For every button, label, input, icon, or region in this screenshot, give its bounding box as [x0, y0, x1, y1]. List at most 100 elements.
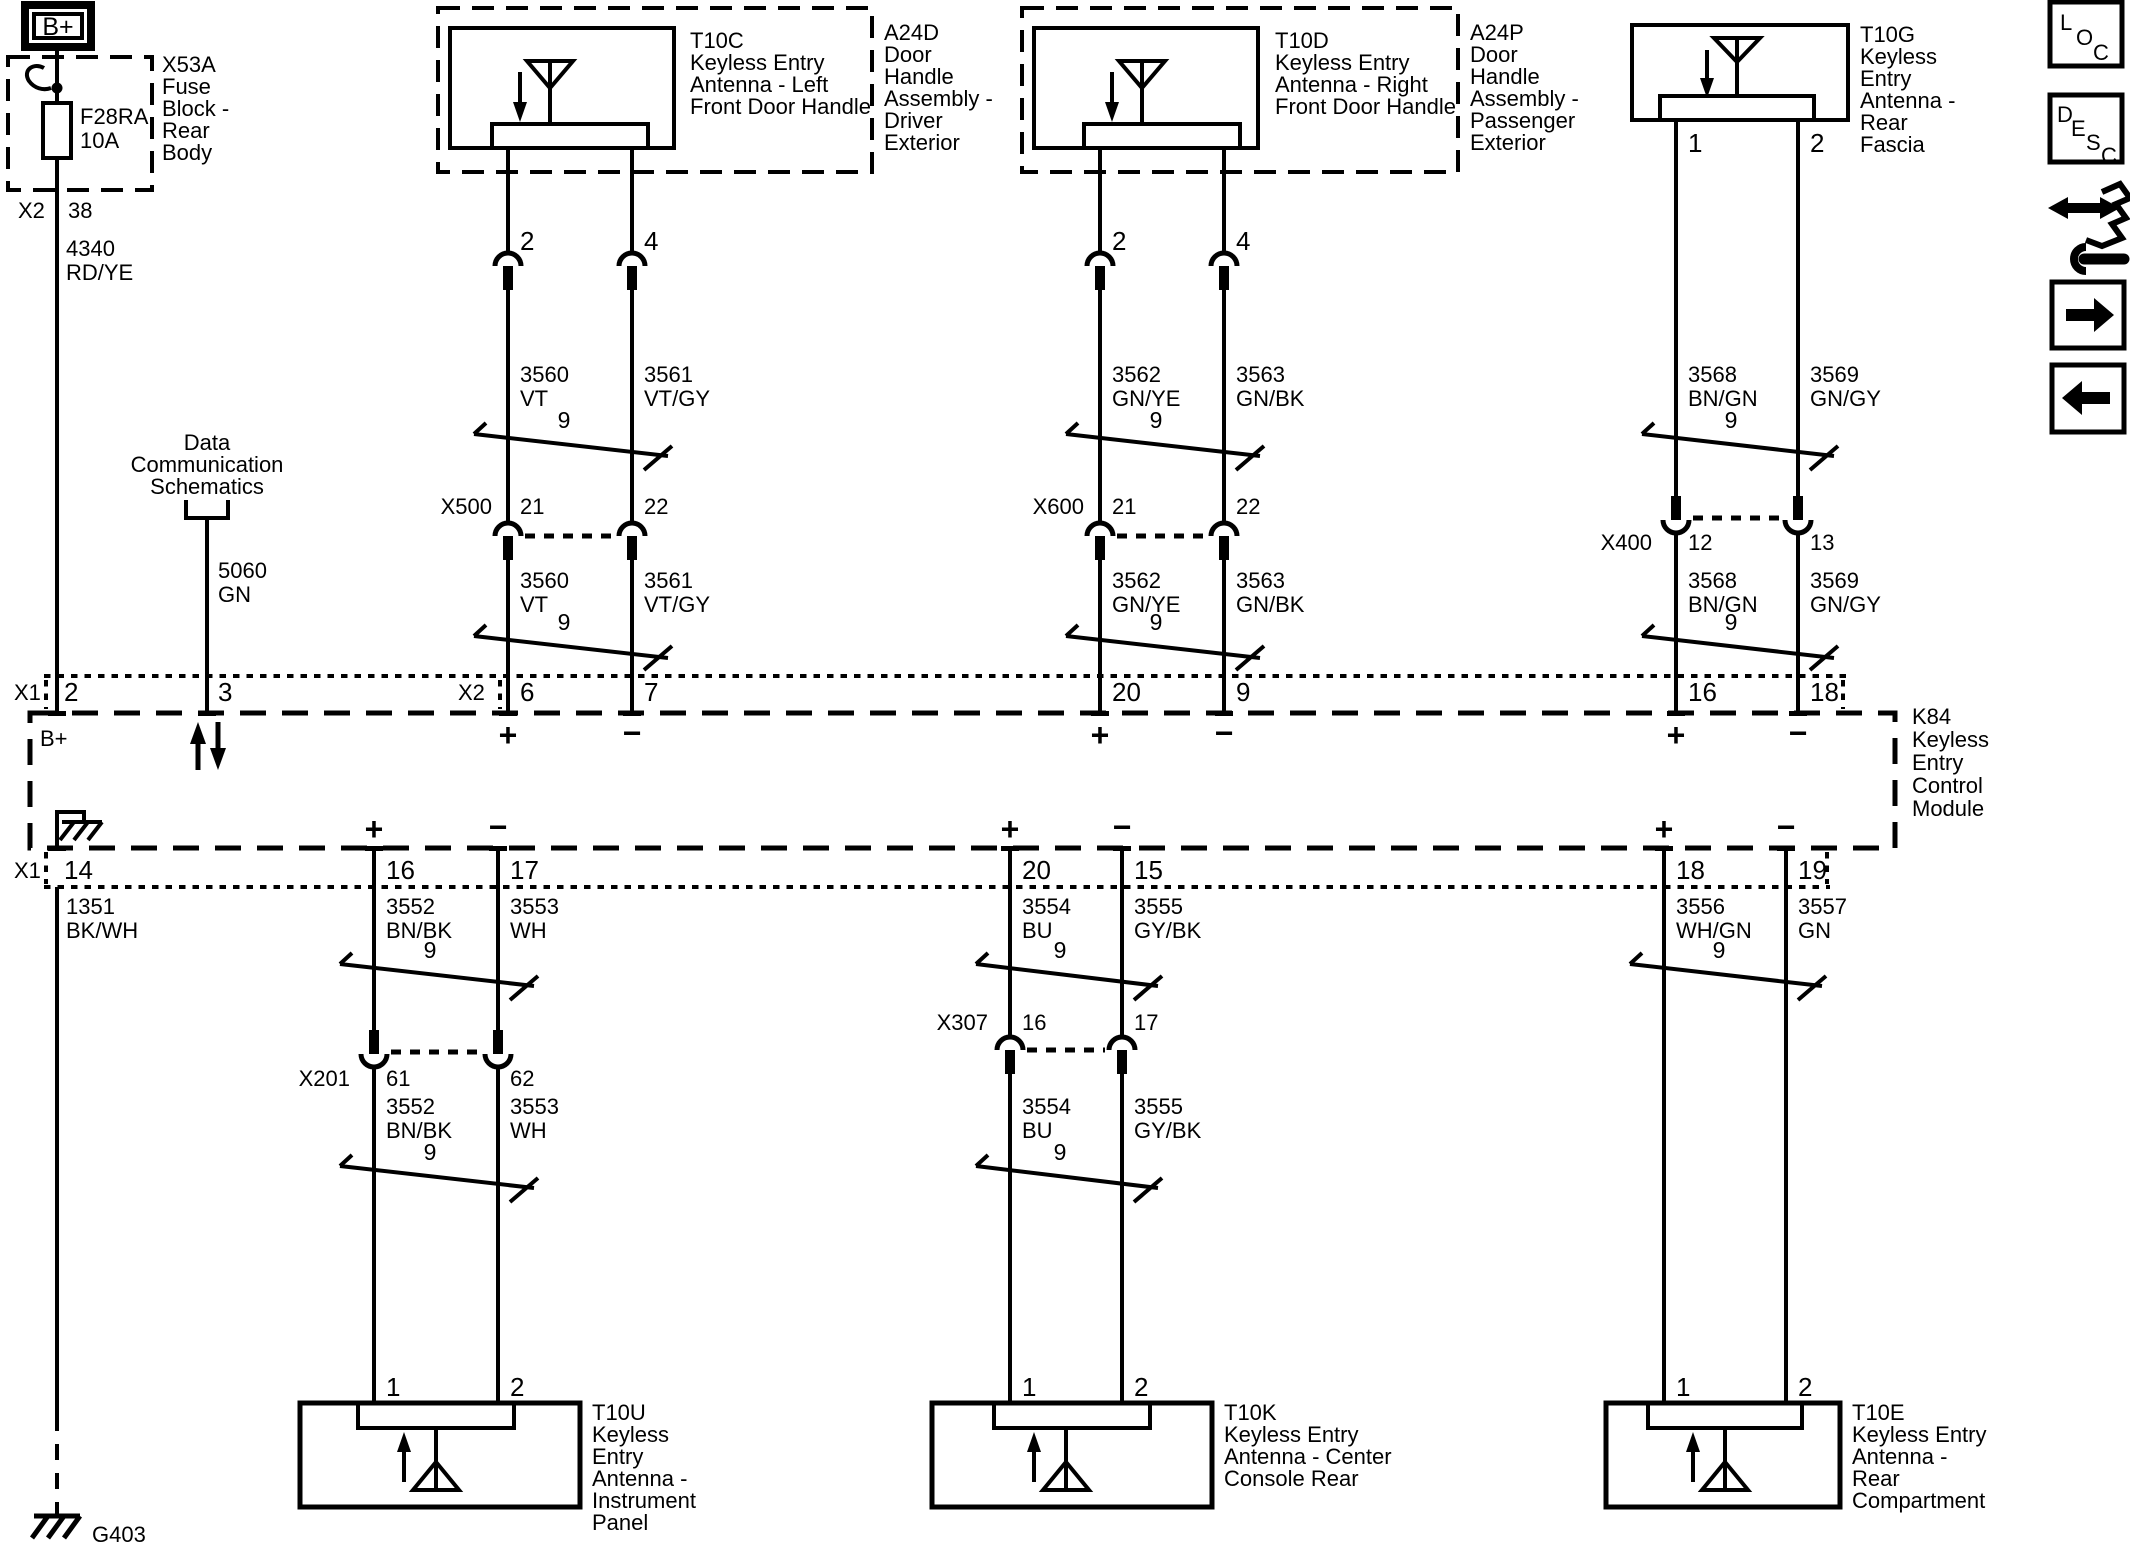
wire-color: GN [218, 582, 251, 607]
pin-number: 2 [520, 226, 534, 256]
desc-letter: E [2071, 116, 2086, 141]
twisted-pair-symbol [1064, 623, 1266, 672]
wire-color: GN/BK [1236, 592, 1305, 617]
wire-color: WH/GN [1676, 918, 1752, 943]
circuit-number: 3557 [1798, 894, 1847, 919]
wire-color: BN/GN [1688, 592, 1758, 617]
pin-number: 1 [1676, 1372, 1690, 1402]
polarity-plus: + [1091, 717, 1110, 753]
wire-color: BU [1022, 1118, 1053, 1143]
assembly-label: Assembly - [1470, 86, 1579, 111]
antenna-name: Fascia [1860, 132, 1926, 157]
antenna-tab [992, 1401, 1152, 1430]
circuit-number: 3556 [1676, 894, 1725, 919]
antenna-name: Keyless Entry [690, 50, 825, 75]
twisted-pair-label: 9 [1713, 937, 1726, 963]
assembly-box-a24d [436, 6, 874, 174]
pin-number: 2 [510, 1372, 524, 1402]
antenna-box-t10c [448, 26, 676, 150]
inline-connector-code: X201 [299, 1066, 350, 1091]
circuit-number: 3553 [510, 1094, 559, 1119]
arrow-right-icon [2066, 298, 2114, 332]
module-pin: 19 [1798, 855, 1827, 885]
data-comm-title: Schematics [150, 474, 264, 499]
antenna-icon [408, 1458, 464, 1492]
ground-leg: 1351 BK/WH G403 [29, 887, 146, 1547]
next-page-button[interactable] [2049, 279, 2127, 351]
connector-arc [358, 1053, 514, 1070]
wire [1008, 848, 1124, 1037]
module-pin: 7 [644, 677, 658, 707]
module-pin: 9 [1236, 677, 1250, 707]
wire [372, 1067, 500, 1403]
connector-pin-terminal [369, 1030, 379, 1054]
circuit-number: 3568 [1688, 568, 1737, 593]
connector-pin: 22 [1236, 494, 1260, 519]
column-t10u-wiring: 3552 BN/BK 3553 WH 9 X201 61 62 3552 BN/… [299, 848, 559, 1403]
connector-pin-terminal [1671, 496, 1681, 520]
antenna-t10u: T10U Keyless Entry Antenna - Instrument … [297, 1400, 696, 1535]
antenna-name: Keyless Entry [1275, 50, 1410, 75]
fuse-block-name: Body [162, 140, 212, 165]
inline-connector-code: X600 [1033, 494, 1084, 519]
module-name: Entry [1912, 750, 1963, 775]
twisted-pair-label: 9 [558, 609, 571, 635]
connector-pin-terminal [1095, 536, 1105, 560]
twisted-pair-symbol [338, 1153, 540, 1204]
antenna-code: T10U [592, 1400, 646, 1425]
loc-letter: O [2076, 25, 2093, 50]
antenna-icon [1697, 1458, 1753, 1492]
antenna-name: Antenna - [592, 1466, 687, 1491]
terminal-pin [627, 266, 637, 290]
junction-dot [51, 82, 63, 94]
antenna-tab [490, 122, 650, 150]
previous-page-button[interactable] [2049, 362, 2127, 435]
wire-color: VT [520, 592, 548, 617]
fuse-name: F28RA [80, 104, 149, 129]
antenna-name: Entry [592, 1444, 643, 1469]
terminal-arc [492, 250, 648, 267]
antenna-name: Antenna - Right [1275, 72, 1428, 97]
loc-button[interactable]: L O C [2047, 0, 2125, 69]
antenna-name: Panel [592, 1510, 648, 1535]
circuit-number: 3563 [1236, 362, 1285, 387]
connector-label-x1-bottom: X1 [14, 858, 41, 883]
module-pin: 18 [1676, 855, 1705, 885]
twisted-pair-symbol [472, 623, 674, 672]
inline-connector-code: X500 [441, 494, 492, 519]
circuit-number: 3553 [510, 894, 559, 919]
module-name: Control [1912, 773, 1983, 798]
module-outline [27, 710, 1898, 851]
polarity-plus: + [1001, 811, 1020, 847]
connector-arc [994, 1034, 1138, 1051]
connector-pin: 61 [386, 1066, 410, 1091]
internal-ground [55, 810, 104, 848]
antenna-icon [522, 59, 578, 92]
pin-number: 2 [1810, 128, 1824, 158]
assembly-label: Driver [884, 108, 943, 133]
antenna-name: Entry [1860, 66, 1911, 91]
connector-pin: 62 [510, 1066, 534, 1091]
arrow-left-icon [2062, 381, 2110, 415]
twisted-pair-symbol [1628, 951, 1828, 1002]
antenna-name: Keyless [592, 1422, 669, 1447]
polarity-plus: + [365, 811, 384, 847]
module-name: Keyless [1912, 727, 1989, 752]
twisted-pair-label: 9 [1150, 407, 1163, 433]
circuit-number: 1351 [66, 894, 115, 919]
diagnostic-tools-icon[interactable] [2048, 180, 2130, 275]
circuit-number: 3554 [1022, 894, 1071, 919]
fuse-block-name: Rear [162, 118, 210, 143]
wire-color: GN/GY [1810, 592, 1881, 617]
antenna-t10c-assembly: T10C Keyless Entry Antenna - Left Front … [436, 6, 993, 174]
module-pin: 17 [510, 855, 539, 885]
antenna-code: T10K [1224, 1400, 1277, 1425]
twisted-pair-label: 9 [1150, 609, 1163, 635]
antenna-icon [1114, 59, 1170, 92]
antenna-code: T10D [1275, 28, 1329, 53]
fuse-block-name: Block - [162, 96, 229, 121]
desc-button[interactable]: D E S C [2047, 92, 2125, 168]
connector-arc [1084, 520, 1240, 537]
wire [506, 290, 634, 523]
wire-color: BU [1022, 918, 1053, 943]
